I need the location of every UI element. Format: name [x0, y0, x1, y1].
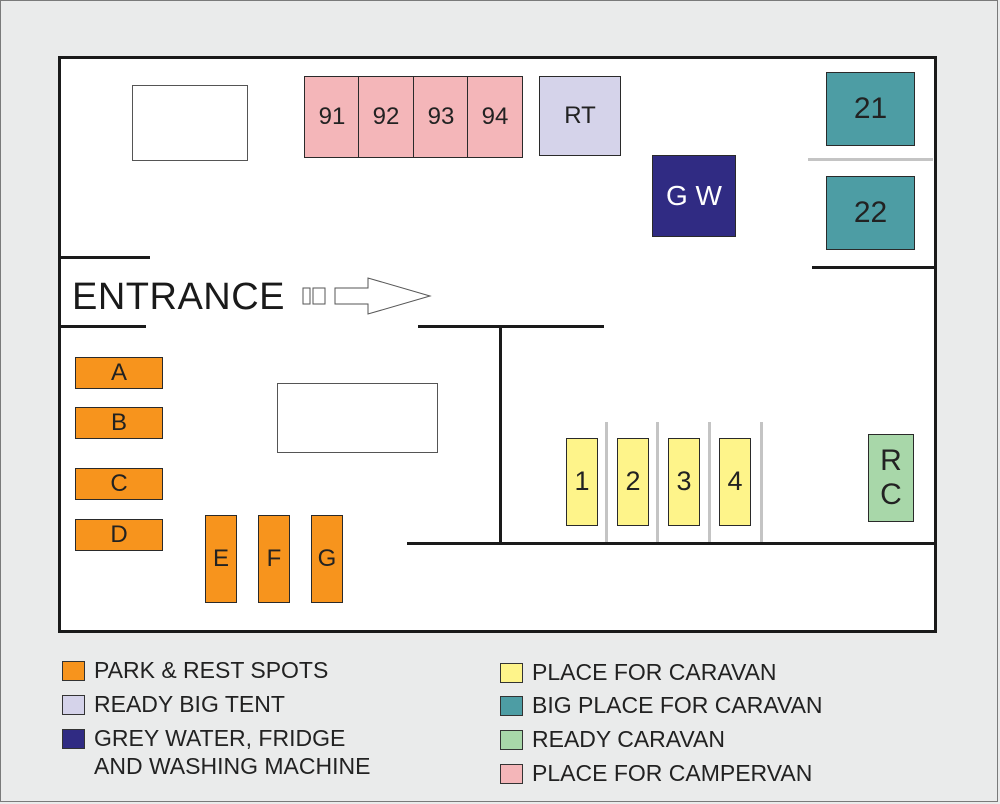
legend-grey-swatch [62, 729, 85, 749]
campervan-spot-94[interactable]: 94 [467, 76, 523, 158]
legend-readycaravan-label: READY CARAVAN [532, 726, 725, 752]
legend-caravan-label: PLACE FOR CARAVAN [532, 659, 777, 685]
entrance-wall-bottom [58, 325, 146, 328]
caravan-divider-2 [656, 422, 659, 542]
building-center [277, 383, 438, 453]
legend-camper: PLACE FOR CAMPERVAN [500, 760, 812, 787]
big-caravan-divider [808, 158, 933, 161]
park-spot-a[interactable]: A [75, 357, 163, 389]
legend-readycaravan: READY CARAVAN [500, 726, 725, 753]
campervan-spot-93[interactable]: 93 [413, 76, 469, 158]
big-caravan-spot-22[interactable]: 22 [826, 176, 915, 250]
caravan-spot-1[interactable]: 1 [566, 438, 598, 526]
legend-bigcaravan-swatch [500, 696, 523, 716]
entrance-label: ENTRANCE [72, 276, 286, 318]
caravan-divider-4 [760, 422, 763, 542]
legend-park: PARK & REST SPOTS [62, 657, 328, 684]
caravan-spot-3[interactable]: 3 [668, 438, 700, 526]
central-wall-vertical [499, 325, 502, 545]
ready-caravan-spot[interactable]: R C [868, 434, 914, 522]
legend-tent-swatch [62, 695, 85, 715]
legend-bigcaravan-label: BIG PLACE FOR CARAVAN [532, 692, 823, 718]
grey-water-station[interactable]: G W [652, 155, 736, 237]
building-top-left [132, 85, 248, 161]
legend-tent: READY BIG TENT [62, 691, 285, 718]
big-caravan-wall [812, 266, 935, 269]
legend-camper-label: PLACE FOR CAMPERVAN [532, 760, 813, 786]
legend-caravan: PLACE FOR CARAVAN [500, 659, 777, 686]
caravan-divider-1 [605, 422, 608, 542]
caravan-row-wall [407, 542, 935, 545]
legend-grey-label: GREY WATER, FRIDGE AND WASHING MACHINE [94, 725, 371, 779]
caravan-divider-3 [708, 422, 711, 542]
campervan-spot-91[interactable]: 91 [304, 76, 360, 158]
legend-bigcaravan: BIG PLACE FOR CARAVAN [500, 692, 823, 719]
park-spot-d[interactable]: D [75, 519, 163, 551]
legend-park-label: PARK & REST SPOTS [94, 657, 329, 683]
park-spot-e[interactable]: E [205, 515, 237, 603]
entrance-arrow-icon [302, 277, 432, 315]
park-spot-c[interactable]: C [75, 468, 163, 500]
legend-tent-label: READY BIG TENT [94, 691, 285, 717]
caravan-spot-4[interactable]: 4 [719, 438, 751, 526]
central-wall-horizontal [418, 325, 604, 328]
legend-camper-swatch [500, 764, 523, 784]
campervan-spot-92[interactable]: 92 [358, 76, 414, 158]
park-spot-f[interactable]: F [258, 515, 290, 603]
legend-caravan-swatch [500, 663, 523, 683]
big-caravan-spot-21[interactable]: 21 [826, 72, 915, 146]
park-spot-b[interactable]: B [75, 407, 163, 439]
legend-park-swatch [62, 661, 85, 681]
entrance-wall-top [58, 256, 150, 259]
legend-readycaravan-swatch [500, 730, 523, 750]
legend-grey: GREY WATER, FRIDGE AND WASHING MACHINE [62, 725, 370, 780]
park-spot-g[interactable]: G [311, 515, 343, 603]
ready-big-tent-spot[interactable]: RT [539, 76, 621, 156]
caravan-spot-2[interactable]: 2 [617, 438, 649, 526]
